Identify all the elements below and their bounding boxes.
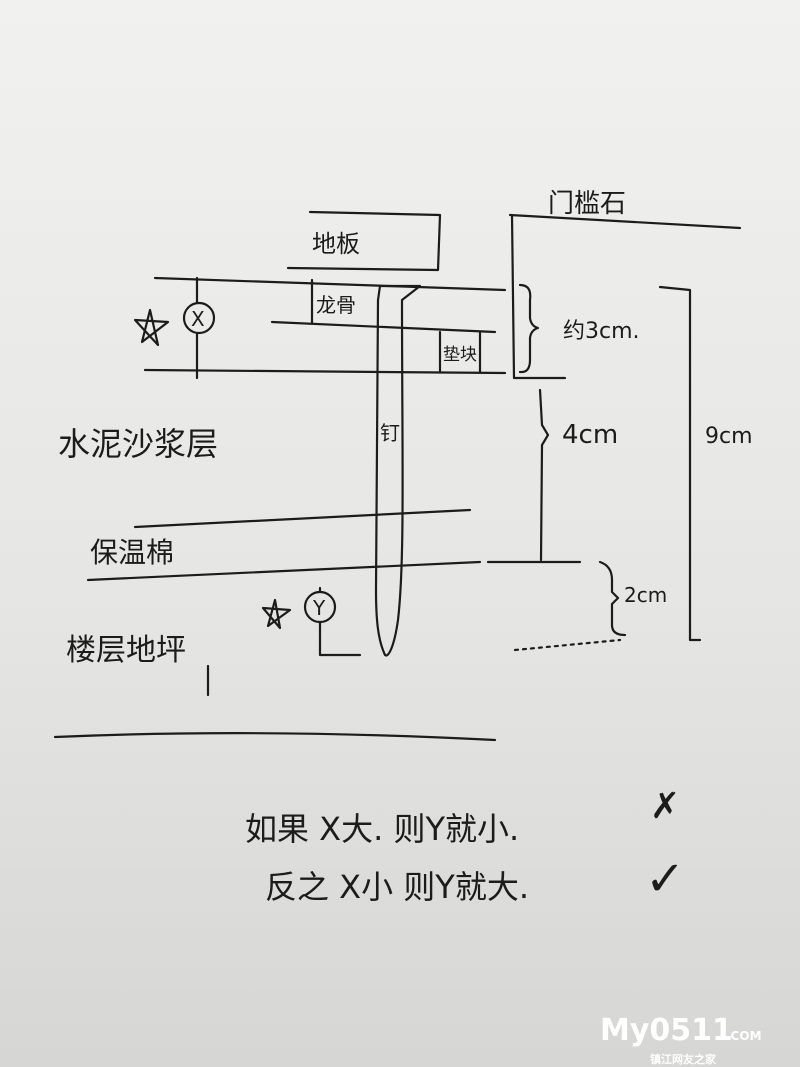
note-text: 反之 X小 则Y就大. [265, 868, 529, 906]
dimension-3cm: 约3cm. [518, 283, 640, 374]
note-row: 反之 X小 则Y就大. ✓ [265, 851, 685, 907]
star-icon [133, 308, 170, 347]
keel-label: 龙骨 [316, 293, 356, 317]
keel-top-line [153, 276, 507, 292]
keel: 龙骨 [310, 278, 356, 325]
star-icon [261, 598, 292, 630]
note-text: 如果 X大. 则Y就小. [245, 810, 519, 848]
dimension-4cm-label: 4cm [562, 420, 618, 450]
mortar-top-line [143, 368, 507, 375]
watermark-domain: .COM [726, 1029, 762, 1043]
y-marker: Y [261, 586, 362, 657]
slab-bottom-line [53, 732, 497, 742]
dimension-3cm-label: 约3cm. [563, 319, 640, 344]
dimension-2cm-label: 2cm [624, 583, 667, 607]
nail: 钉 [374, 284, 422, 657]
slab-top-dashed-line [513, 638, 622, 652]
x-marker: X [133, 276, 216, 380]
floorboard-label: 地板 [312, 230, 360, 258]
dimension-9cm: 9cm [658, 285, 753, 642]
dimension-9cm-label: 9cm [705, 424, 753, 449]
watermark-subtitle: 镇江网友之家 [650, 1052, 717, 1066]
note-row: 如果 X大. 则Y就小. ✗ [245, 786, 680, 848]
floor-slab-label: 楼层地坪 [66, 633, 186, 668]
x-marker-label: X [191, 307, 205, 331]
nail-label: 钉 [380, 421, 400, 445]
dimension-4cm: 4cm [538, 388, 618, 562]
dimension-2cm: 2cm [598, 560, 667, 637]
mortar-layer-label: 水泥沙浆层 [58, 425, 218, 463]
floorboard: 地板 [286, 210, 442, 272]
cross-mark-icon: ✗ [650, 786, 680, 827]
shim: 垫块 [438, 330, 482, 374]
y-marker-label: Y [312, 596, 326, 620]
insulation-label: 保温棉 [90, 536, 174, 569]
insulation-bottom-line [86, 560, 582, 582]
check-mark-icon: ✓ [645, 851, 685, 907]
threshold-stone-label: 门槛石 [548, 189, 626, 219]
shim-label: 垫块 [443, 345, 477, 365]
threshold-stone: 门槛石 [508, 189, 742, 380]
watermark-logo: My0511 .COM 镇江网友之家 [600, 1013, 762, 1066]
keel-bottom-line [270, 320, 497, 334]
watermark-brand: My0511 [600, 1013, 733, 1048]
insulation-top-line [133, 508, 472, 529]
